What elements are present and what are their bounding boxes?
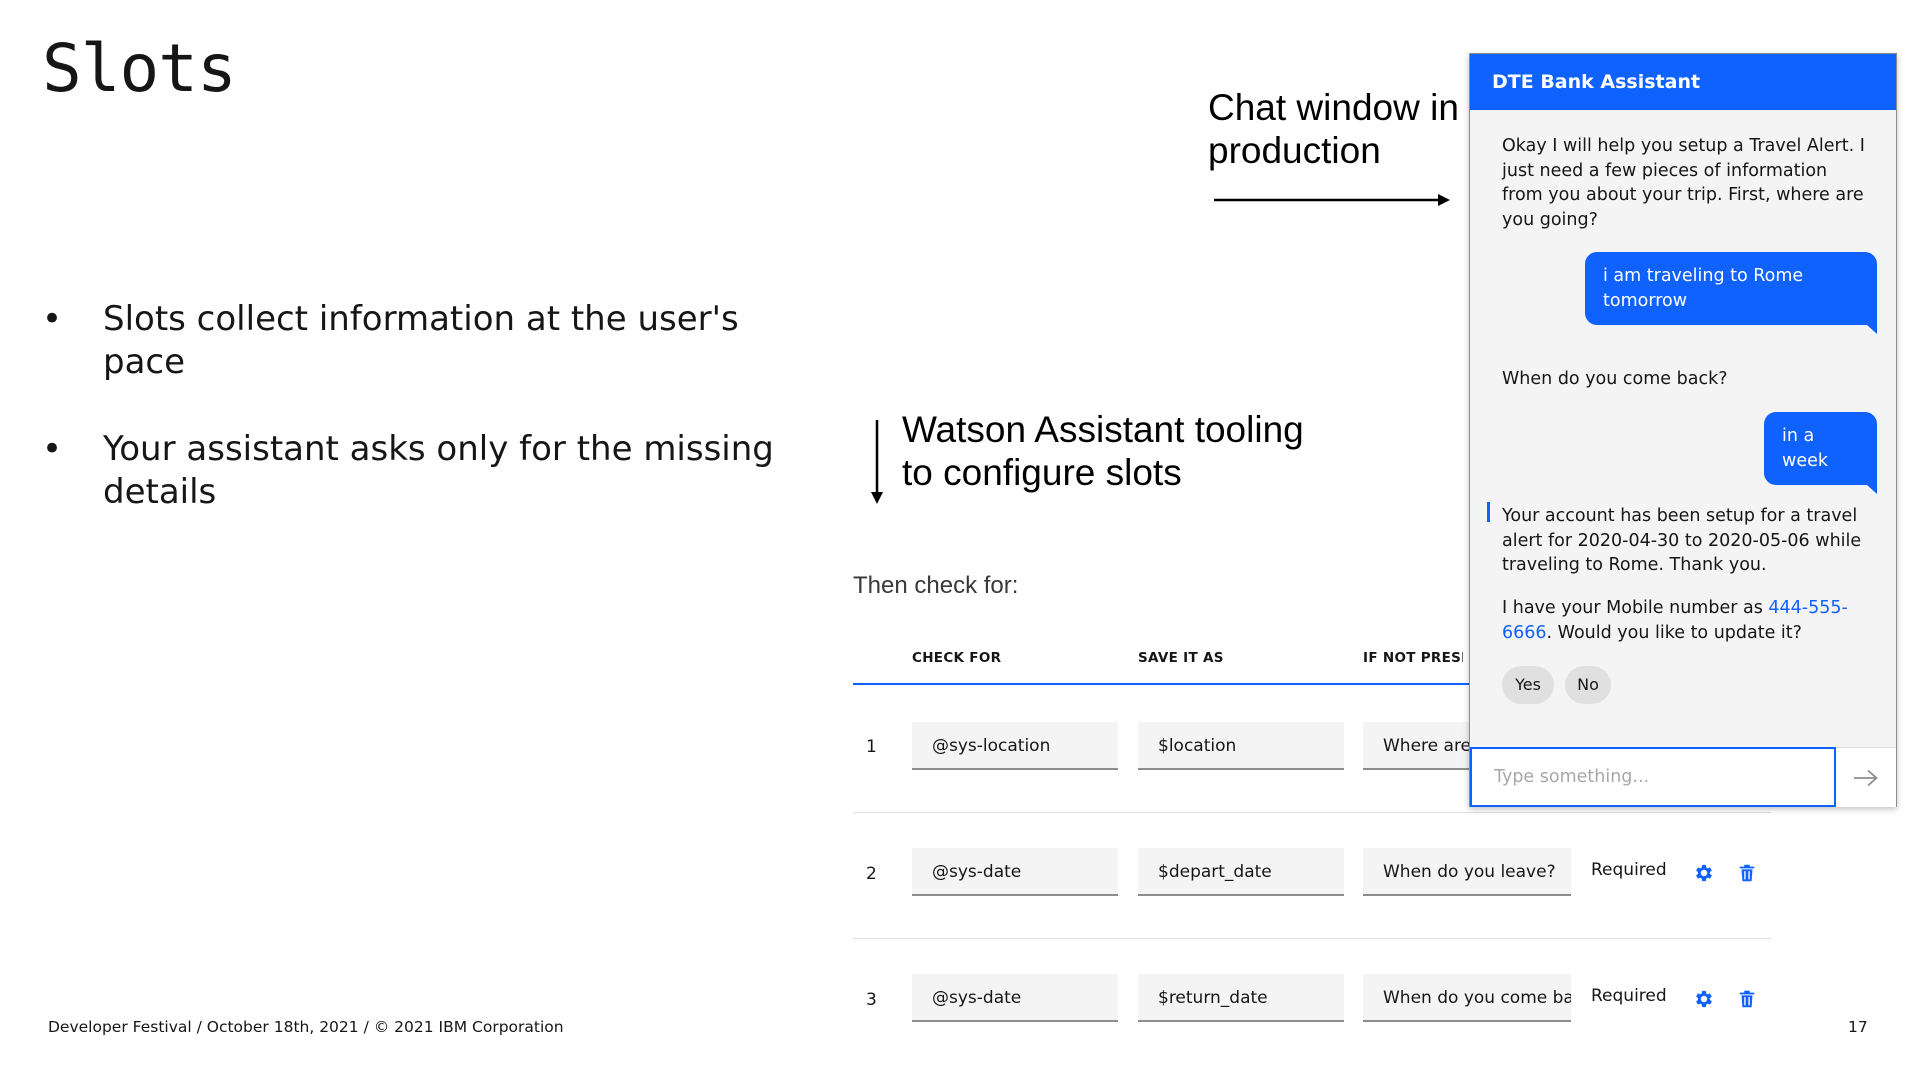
required-toggle[interactable]: Required bbox=[1591, 860, 1667, 880]
message-text: . Would you like to update it? bbox=[1546, 622, 1802, 643]
row-divider bbox=[853, 938, 1771, 939]
arrow-down-icon bbox=[871, 420, 883, 504]
check-for-field[interactable]: @sys-location bbox=[912, 722, 1118, 770]
bullet-text: Slots collect information at the user's … bbox=[103, 299, 739, 382]
option-yes-button[interactable]: Yes bbox=[1502, 666, 1554, 704]
bot-message: I have your Mobile number as 444-555-666… bbox=[1502, 596, 1872, 645]
page-number: 17 bbox=[1848, 1018, 1868, 1036]
bot-message: Your account has been setup for a travel… bbox=[1502, 506, 1862, 575]
arrow-right-icon bbox=[1854, 769, 1878, 786]
callout-chat-window: Chat window in production bbox=[1208, 87, 1459, 171]
prompt-field[interactable]: When do you leave? bbox=[1363, 848, 1571, 896]
table-header-divider bbox=[853, 683, 1771, 685]
user-message: in a week bbox=[1764, 412, 1877, 494]
user-message: i am traveling to Rome tomorrow bbox=[1585, 252, 1877, 334]
chat-header-title: DTE Bank Assistant bbox=[1470, 54, 1896, 110]
gear-icon[interactable] bbox=[1693, 988, 1715, 1010]
row-number: 2 bbox=[866, 864, 877, 884]
section-label: Then check for: bbox=[853, 572, 1019, 599]
phone-link[interactable]: 444-555-6666 bbox=[1502, 598, 1848, 643]
bot-message: When do you come back? bbox=[1502, 369, 1728, 389]
chat-input[interactable] bbox=[1470, 747, 1836, 807]
save-as-field[interactable]: $location bbox=[1138, 722, 1344, 770]
bullet-marker: • bbox=[42, 429, 63, 469]
option-no-button[interactable]: No bbox=[1565, 666, 1611, 704]
message-text: I have your Mobile number as bbox=[1502, 598, 1769, 618]
trash-icon[interactable] bbox=[1736, 988, 1758, 1010]
row-number: 3 bbox=[866, 990, 877, 1010]
save-as-field[interactable]: $return_date bbox=[1138, 974, 1344, 1022]
message-accent-bar bbox=[1487, 502, 1490, 522]
bullet-item: • Your assistant asks only for the missi… bbox=[42, 428, 782, 514]
chat-window: DTE Bank Assistant Okay I will help you … bbox=[1469, 53, 1897, 807]
send-button[interactable] bbox=[1836, 747, 1896, 807]
check-for-field[interactable]: @sys-date bbox=[912, 974, 1118, 1022]
save-as-field[interactable]: $depart_date bbox=[1138, 848, 1344, 896]
trash-icon[interactable] bbox=[1736, 862, 1758, 884]
required-toggle[interactable]: Required bbox=[1591, 986, 1667, 1006]
column-header-if-not-present: IF NOT PRESENT, ASK bbox=[1363, 650, 1463, 666]
bullet-text: Your assistant asks only for the missing… bbox=[103, 429, 774, 512]
prompt-field[interactable]: When do you come ba bbox=[1363, 974, 1571, 1022]
bullet-marker: • bbox=[42, 299, 63, 339]
callout-tooling: Watson Assistant tooling to configure sl… bbox=[902, 409, 1304, 493]
check-for-field[interactable]: @sys-date bbox=[912, 848, 1118, 896]
bullet-item: • Slots collect information at the user'… bbox=[42, 298, 782, 384]
column-header-save-as: SAVE IT AS bbox=[1138, 650, 1224, 666]
row-number: 1 bbox=[866, 737, 877, 757]
prompt-field[interactable]: Where are you going? bbox=[1363, 722, 1469, 770]
gear-icon[interactable] bbox=[1693, 862, 1715, 884]
column-header-check-for: CHECK FOR bbox=[912, 650, 1002, 666]
bullet-list: • Slots collect information at the user'… bbox=[42, 298, 782, 558]
bot-message: Okay I will help you setup a Travel Aler… bbox=[1502, 136, 1865, 230]
slide-title: Slots bbox=[42, 30, 237, 107]
footer-text: Developer Festival / October 18th, 2021 … bbox=[48, 1018, 564, 1036]
arrow-right-icon bbox=[1214, 194, 1450, 206]
row-divider bbox=[853, 812, 1771, 813]
